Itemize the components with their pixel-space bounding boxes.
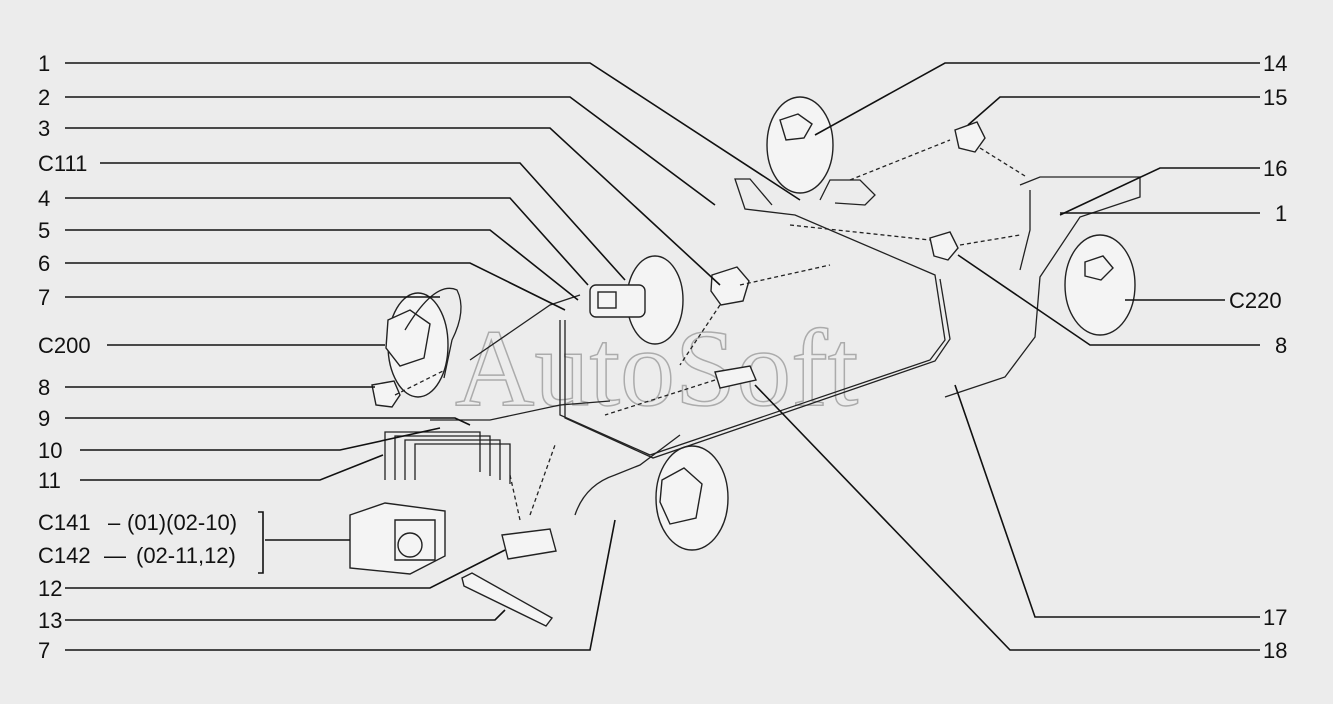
front-left-brake-assembly <box>385 287 462 398</box>
dash-c141: – <box>108 510 121 535</box>
label-11: 11 <box>38 468 61 493</box>
label-9: 9 <box>38 406 50 431</box>
front-right-brake-assembly <box>655 445 729 551</box>
label-2: 2 <box>38 85 50 110</box>
dash-c142: — <box>104 543 126 568</box>
label-c142-codes: (02-11,12) <box>136 543 236 568</box>
right-labels: 14 15 16 1 C220 8 17 18 <box>1229 51 1287 663</box>
label-c111: C111 <box>38 151 87 176</box>
label-3: 3 <box>38 116 50 141</box>
label-13: 13 <box>38 608 62 633</box>
label-18: 18 <box>1263 638 1287 663</box>
pipe-clip-8-right <box>929 231 959 261</box>
rear-right-drum <box>1064 234 1136 336</box>
label-4: 4 <box>38 186 50 211</box>
pipe-holder-12 <box>501 528 557 560</box>
label-c200: C200 <box>38 333 91 358</box>
label-7: 7 <box>38 285 50 310</box>
pipe-clip-15 <box>954 121 986 153</box>
label-c220: C220 <box>1229 288 1282 313</box>
label-c141: C141 <box>38 510 91 535</box>
label-c141-codes: (01)(02-10) <box>127 510 237 535</box>
label-15: 15 <box>1263 85 1287 110</box>
abs-unit <box>349 502 446 575</box>
pipe-holder-18 <box>714 365 757 389</box>
label-17: 17 <box>1263 605 1287 630</box>
label-5: 5 <box>38 218 50 243</box>
label-1: 1 <box>38 51 50 76</box>
rear-left-drum <box>766 96 834 194</box>
label-12: 12 <box>38 576 62 601</box>
master-cylinder-booster <box>589 255 684 345</box>
left-labels: 1 2 3 C111 4 5 6 7 C200 8 9 10 11 C141 –… <box>38 51 237 663</box>
label-16: 16 <box>1263 156 1287 181</box>
label-8: 8 <box>38 375 50 400</box>
label-8-right: 8 <box>1275 333 1287 358</box>
label-6: 6 <box>38 251 50 276</box>
label-7-bottom: 7 <box>38 638 50 663</box>
label-14: 14 <box>1263 51 1287 76</box>
pipe-holder-3 <box>710 266 750 306</box>
assembly-arrows <box>394 139 1026 521</box>
tie-strap-13 <box>461 572 554 627</box>
label-c142: C142 <box>38 543 91 568</box>
label-1-right: 1 <box>1275 201 1287 226</box>
leader-lines <box>65 62 1260 651</box>
pipe-clip-8-left <box>371 380 401 408</box>
brake-pipe-network <box>384 176 1141 516</box>
label-10: 10 <box>38 438 62 463</box>
